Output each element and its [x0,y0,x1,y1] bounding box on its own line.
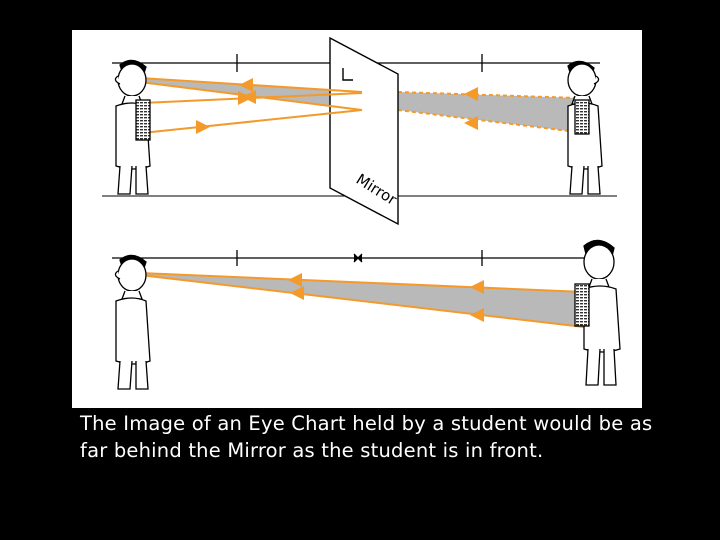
eye-chart-left-top [135,99,151,141]
top-rays [139,77,478,134]
top-panel: Mirror [102,36,617,226]
mirror-diagram: Mirror [72,30,642,408]
student-left-top [114,59,151,195]
bottom-distance-arrows [353,253,363,263]
caption-text: The Image of an Eye Chart held by a stud… [80,412,653,462]
eye-chart-bottom [574,283,590,327]
bottom-panel [112,239,621,390]
student-right-bottom [574,239,621,386]
mirror: Mirror [329,36,401,226]
student-right-top [567,60,603,195]
bottom-rays [139,272,585,328]
eye-chart-image-top [574,99,590,135]
top-beam-virtual [398,92,577,132]
student-left-bottom [114,254,151,390]
